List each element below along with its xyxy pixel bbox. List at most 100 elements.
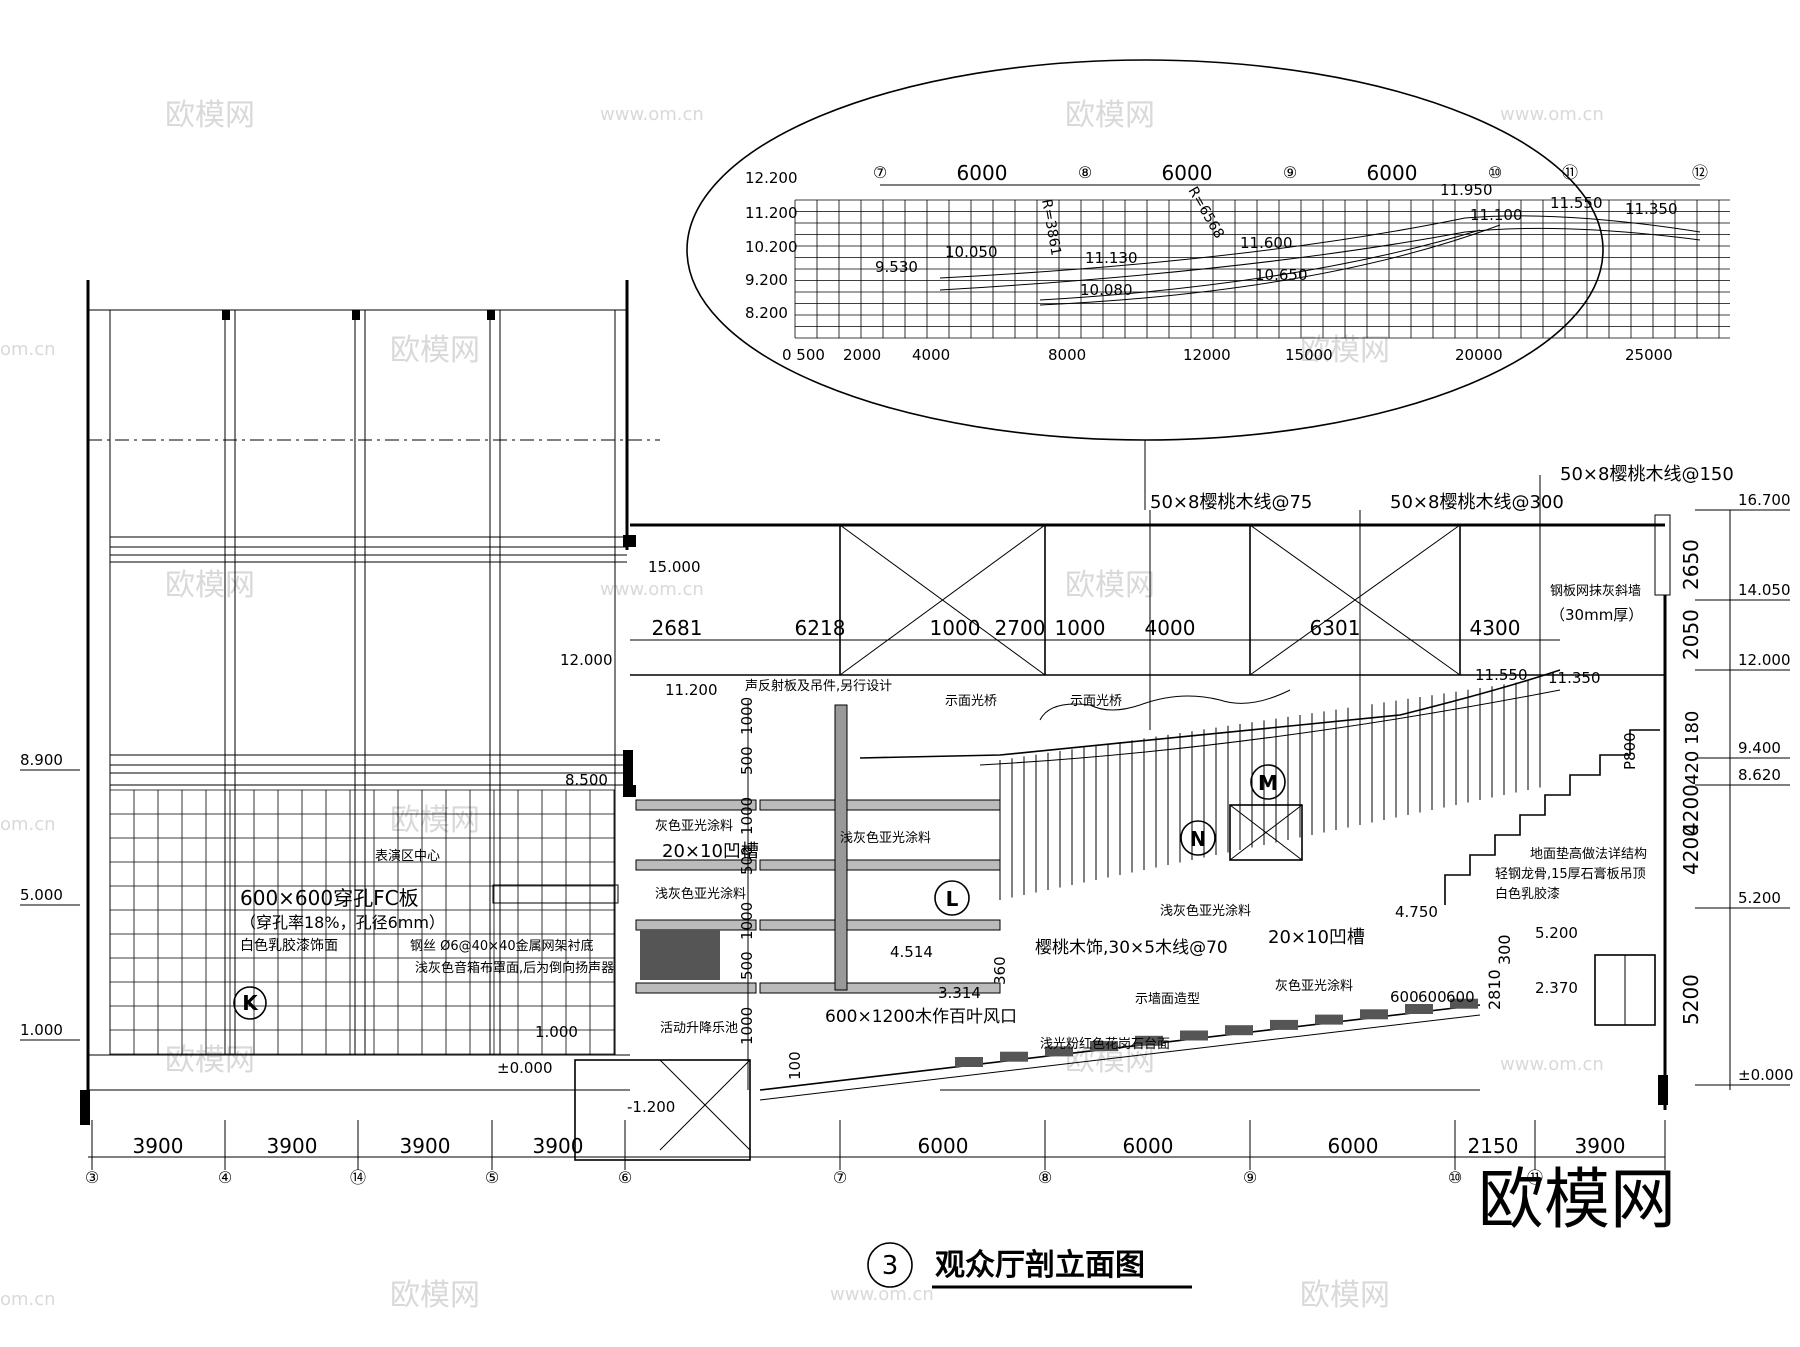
upper-dim: 1000: [930, 616, 981, 640]
note: 浅灰色亚光涂料: [840, 830, 931, 846]
balcony-steps: [1444, 729, 1660, 905]
left-block: K 600×600穿孔FC板 （穿孔率18%，孔径6mm） 白色乳胶漆饰面 表演…: [20, 280, 660, 1125]
level: 12.000: [560, 651, 613, 669]
axis-bubble: ⑤: [485, 1168, 499, 1187]
note: 灰色亚光涂料: [1275, 978, 1353, 994]
inset-scale: 2000: [843, 346, 881, 364]
seat: [1315, 1014, 1343, 1025]
inset-note: 11.550: [1550, 194, 1603, 212]
level: ±0.000: [497, 1059, 553, 1077]
ceiling-curve: [979, 689, 1561, 766]
inset-dim: 6000: [1367, 161, 1418, 185]
watermark: 欧模网: [1065, 98, 1155, 133]
sloped-floor: [759, 1014, 1481, 1101]
axis-bubble: ⑪: [1527, 1168, 1543, 1187]
inset-elevation: 11.200: [745, 204, 798, 222]
stair-dim: 600: [1446, 988, 1475, 1006]
note: 樱桃木饰,30×5木线@70: [1035, 938, 1228, 958]
orchestra-pit: [574, 1059, 751, 1161]
seat: [1135, 1035, 1163, 1046]
floor-slab: [110, 536, 627, 786]
level: 5.200: [1535, 924, 1578, 942]
bottom-dim: 6000: [1123, 1134, 1174, 1158]
watermark: 欧模网: [1065, 568, 1155, 603]
axis-bubble: ⑧: [1038, 1168, 1052, 1187]
inset-sightline: [1039, 224, 1501, 306]
bottom-dim: 6000: [918, 1134, 969, 1158]
seat: [1270, 1019, 1298, 1030]
right-elevation: 14.050: [1738, 581, 1791, 599]
speaker-grille: [640, 930, 720, 980]
note: 20×10凹槽: [662, 841, 759, 862]
vertical-dims: 1000 500 1000 500 1000 500 1000 100: [738, 697, 804, 1090]
top-note: 50×8樱桃木线@75: [1150, 492, 1312, 513]
note-panel-detail: （穿孔率18%，孔径6mm）: [240, 913, 445, 932]
watermarks: 欧模网 www.om.cn 欧模网 www.om.cn om.cn 欧模网 欧模…: [0, 98, 1604, 1313]
inset-note: 11.130: [1085, 249, 1138, 267]
inset-note: 10.050: [945, 243, 998, 261]
note: 示面光桥: [945, 694, 997, 709]
inset-axis: ⑫: [1692, 163, 1708, 182]
left-elevation: 5.000: [20, 886, 63, 904]
top-note: 50×8樱桃木线@300: [1390, 492, 1564, 513]
seat: [955, 1057, 983, 1067]
stair-dim: 600: [1390, 988, 1419, 1006]
tag-k-circle: [233, 986, 267, 1020]
note: 示面光桥: [1070, 694, 1122, 709]
axis-bubble: ⑥: [618, 1168, 632, 1187]
column-hatched: [834, 704, 848, 991]
bottom-dim: 3900: [400, 1134, 451, 1158]
right-elevation: 12.000: [1738, 651, 1791, 669]
tag-m: M: [1258, 771, 1278, 795]
note-mesh: 钢丝 Ø6@40×40金属网架衬底: [410, 938, 594, 954]
inset-elevation: 12.200: [745, 169, 798, 187]
v-dim: 1000: [738, 902, 756, 940]
v-dim: 500: [738, 951, 756, 980]
note-finish: 白色乳胶漆饰面: [240, 937, 338, 954]
inset-axis: ⑩: [1488, 163, 1502, 182]
level: 2.370: [1535, 979, 1578, 997]
note: 浅灰色亚光涂料: [655, 886, 746, 902]
inset-scale: 4000: [912, 346, 950, 364]
inset-note: 10.650: [1255, 266, 1308, 284]
right-dim: 180: [1682, 711, 1703, 745]
tag-m-circle: [1250, 764, 1286, 800]
inset-scale: 25000: [1625, 346, 1673, 364]
tag-l: L: [946, 887, 959, 911]
footing: [80, 1090, 90, 1125]
column-cap: [222, 310, 230, 320]
inset-note: R=3861: [1038, 198, 1064, 257]
note: 声反射板及吊件,另行设计: [745, 678, 892, 694]
control-box-cross: [1229, 804, 1303, 861]
note: 地面垫高做法详结构: [1530, 846, 1647, 862]
right-dim: 5200: [1679, 974, 1703, 1025]
v-dim: 500: [738, 746, 756, 775]
tag-n-circle: [1180, 820, 1216, 856]
title-number: 3: [882, 1251, 899, 1281]
bottom-dim: 6000: [1328, 1134, 1379, 1158]
right-wall: [1654, 514, 1671, 596]
beam: [623, 535, 636, 547]
axis-bubble: ⑦: [833, 1168, 847, 1187]
upper-dim: 6301: [1310, 616, 1361, 640]
right-elevations: 16.700 14.050 12.000 9.400 8.620 5.200 ±…: [1679, 491, 1794, 1090]
seat: [1450, 998, 1478, 1009]
note: 20×10凹槽: [1268, 927, 1365, 948]
right-dim: 2050: [1679, 609, 1703, 660]
upper-dim: 6218: [795, 616, 846, 640]
brand-logo: 欧模网: [1478, 1161, 1676, 1238]
truss-brace: [839, 524, 1046, 676]
note: 示墙面造型: [1135, 992, 1200, 1007]
watermark: www.om.cn: [600, 579, 704, 600]
note: 轻钢龙骨,15厚石膏板吊顶: [1495, 866, 1646, 882]
inset-axis: ⑦: [873, 163, 887, 182]
right-elevation: 16.700: [1738, 491, 1791, 509]
note: 灰色亚光涂料: [655, 818, 733, 834]
reflector: [1039, 689, 1291, 721]
watermark: 欧模网: [1300, 1278, 1390, 1313]
note: 600×1200木作百叶风口: [825, 1007, 1017, 1027]
perforated-panel-grid: [109, 789, 615, 1055]
watermark: 欧模网: [390, 333, 480, 368]
seat: [1180, 1030, 1208, 1041]
stair-dim: 360: [991, 956, 1009, 985]
